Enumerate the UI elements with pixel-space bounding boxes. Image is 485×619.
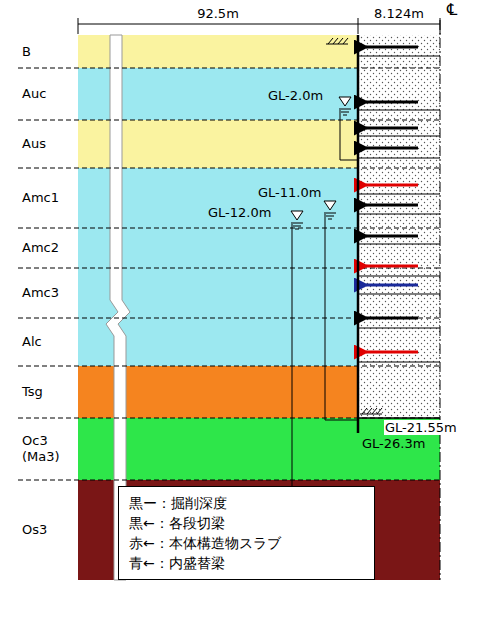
- layer-boundary: [18, 168, 440, 169]
- level-text: GL-26.3m: [362, 436, 425, 451]
- layer-boundary: [18, 228, 440, 229]
- excavation-depth-line: [358, 110, 440, 111]
- layer-boundary: [18, 366, 440, 367]
- excavation-depth-line: [358, 194, 440, 195]
- excavation-area: [358, 35, 440, 418]
- strut-arrow: [366, 284, 418, 287]
- strut-arrow: [366, 127, 418, 130]
- legend-text: 青←：内盛替梁: [129, 553, 364, 573]
- legend-box: 黒ー：掘削深度黒←：各段切梁赤←：本体構造物スラブ青←：内盛替梁: [118, 486, 375, 580]
- strut-arrow: [366, 317, 418, 320]
- soil-layer-band: Os3: [18, 480, 78, 580]
- layer-boundary: [18, 418, 440, 419]
- layer-boundary: [18, 480, 440, 481]
- layer-name: B: [22, 44, 78, 60]
- excavation-depth-line: [358, 294, 440, 295]
- water-level-symbol: [324, 201, 336, 219]
- soil-layer-band: Aus: [18, 120, 78, 168]
- level-text: GL-2.0m: [268, 88, 323, 103]
- ground-hatch: [326, 38, 348, 44]
- strut-arrow: [366, 235, 418, 238]
- strut-arrow: [366, 204, 418, 207]
- layer-name: Oc3 (Ma3): [22, 433, 78, 465]
- excavation-depth-line: [358, 328, 440, 329]
- excavation-depth-line: [358, 244, 440, 245]
- legend-text: 黒←：各段切梁: [129, 513, 364, 533]
- soil-layer-band: Amc1: [18, 168, 78, 228]
- excavation-depth-line: [358, 214, 440, 215]
- soil-layer-band: Amc2: [18, 228, 78, 268]
- legend-text: 赤←：本体構造物スラブ: [129, 533, 364, 553]
- layer-boundary: [18, 120, 440, 121]
- soil-layer-band: B: [18, 35, 78, 68]
- soil-layer-fill: [78, 480, 440, 580]
- strut-arrow: [366, 351, 418, 354]
- layer-boundary: [18, 318, 440, 319]
- excavation-depth-line: [358, 56, 440, 57]
- layer-name: Amc1: [22, 190, 78, 206]
- strut-arrow: [366, 265, 418, 268]
- layer-boundary: [18, 68, 440, 69]
- excavation-bottom: [358, 417, 440, 419]
- strut-arrow: [366, 101, 418, 104]
- layer-name: Aus: [22, 136, 78, 152]
- layer-name: Os3: [22, 522, 78, 538]
- dimension-text: 92.5m: [197, 6, 239, 21]
- soil-layer-band: Oc3 (Ma3): [18, 418, 78, 480]
- centerline-symbol: ℄: [446, 2, 458, 17]
- water-level-range: [325, 214, 358, 420]
- layer-boundary: [18, 268, 440, 269]
- soil-layer-band: Auc: [18, 68, 78, 120]
- strut-arrow: [366, 46, 418, 49]
- soil-layer-band: Alc: [18, 318, 78, 366]
- level-text: GL-21.55m: [384, 420, 458, 435]
- water-level-range: [340, 110, 358, 160]
- layer-name: Tsg: [22, 384, 78, 400]
- soil-layer-band: Tsg: [18, 366, 78, 418]
- water-level-symbol: [339, 97, 351, 115]
- center-line: [440, 20, 441, 580]
- excavation-depth-line: [358, 276, 440, 277]
- soil-layer-band: Amc3: [18, 268, 78, 318]
- retaining-wall: [357, 35, 360, 433]
- strut-arrow: [366, 147, 418, 150]
- water-level-range: [292, 224, 358, 520]
- layer-name: Amc2: [22, 240, 78, 256]
- excavation-depth-line: [358, 136, 440, 137]
- layer-name: Auc: [22, 86, 78, 102]
- excavation-depth-line: [358, 158, 440, 159]
- ground-hatch: [360, 408, 382, 414]
- excavation-depth-line: [358, 362, 440, 363]
- legend-text: 黒ー：掘削深度: [129, 493, 364, 513]
- layer-name: Amc3: [22, 285, 78, 301]
- strut-arrow: [366, 184, 418, 187]
- layer-name: Alc: [22, 334, 78, 350]
- level-text: GL-12.0m: [208, 205, 271, 220]
- level-text: GL-11.0m: [258, 185, 321, 200]
- dimension-text: 8.124m: [374, 6, 424, 21]
- water-level-symbol: [291, 211, 303, 229]
